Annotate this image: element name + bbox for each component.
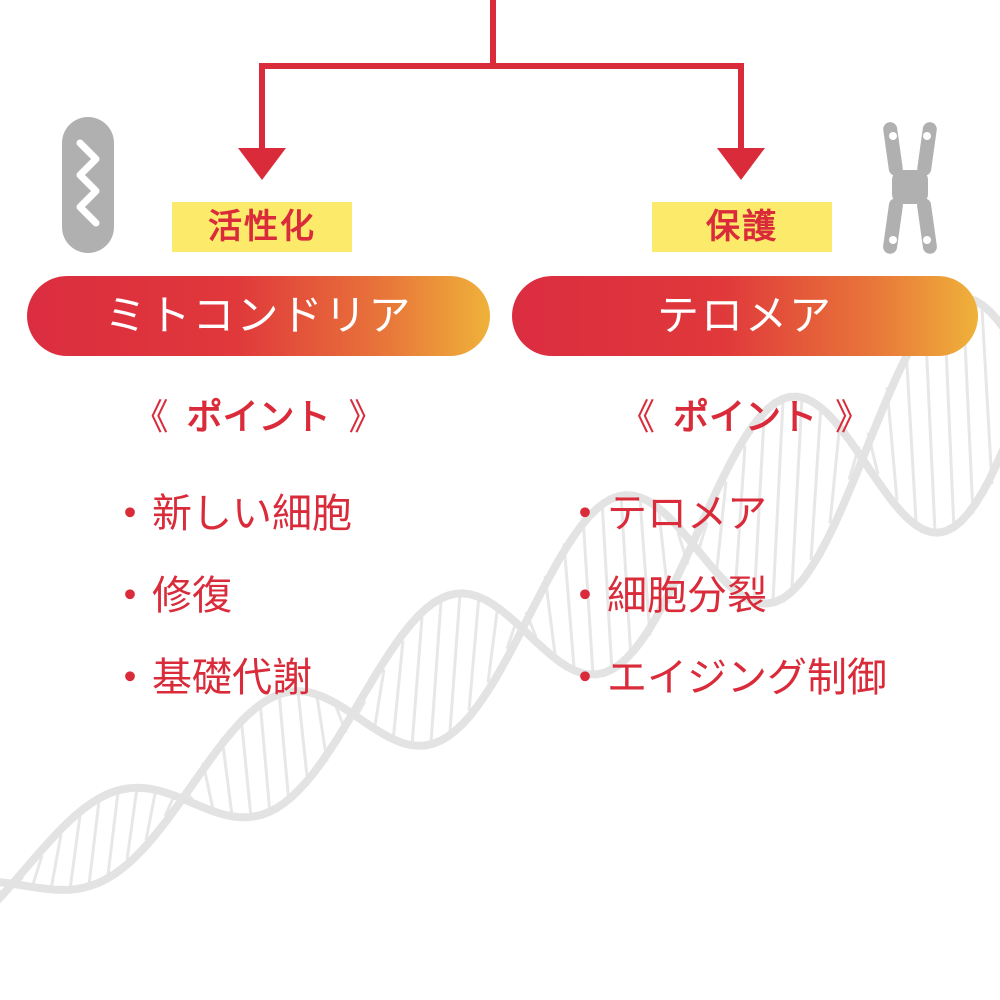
left-tag: 活性化 xyxy=(172,202,352,252)
dna-rung xyxy=(277,692,291,804)
dna-rung xyxy=(410,617,424,746)
dna-rung xyxy=(828,421,842,524)
mitochondria-icon xyxy=(62,117,114,253)
list-item-text: 修復 xyxy=(152,573,232,619)
bullet: ・ xyxy=(565,655,605,701)
dna-rung xyxy=(106,791,120,876)
right-point-open-bracket: 《 xyxy=(618,397,655,438)
branch-connector xyxy=(238,0,765,180)
dna-rung xyxy=(125,787,139,861)
list-item: ・細胞分裂 xyxy=(565,566,887,648)
list-item-text: 基礎代謝 xyxy=(152,655,312,701)
right-point-label: ポイント xyxy=(672,397,817,438)
right-title-pill: テロメア xyxy=(512,276,978,356)
list-item: ・テロメア xyxy=(565,484,887,566)
dna-rung xyxy=(600,501,614,672)
list-item-text: 細胞分裂 xyxy=(607,573,767,619)
left-arrowhead xyxy=(238,148,286,180)
dna-rung xyxy=(809,403,823,561)
dna-rung xyxy=(467,595,481,711)
left-title-pill: ミトコンドリア xyxy=(27,276,490,356)
dna-rung xyxy=(562,543,576,668)
dna-rung xyxy=(486,604,500,683)
dna-rung xyxy=(790,396,804,587)
list-item-text: エイジング制御 xyxy=(607,655,887,701)
dna-rung xyxy=(68,815,82,890)
dna-rung xyxy=(220,737,234,816)
left-point-heading: 《ポイント》 xyxy=(27,388,490,448)
dna-rung xyxy=(429,601,443,743)
dna-rung xyxy=(372,669,386,732)
dna-rung xyxy=(87,801,101,885)
dna-rung xyxy=(239,716,253,818)
dna-rung xyxy=(638,499,652,636)
list-item-text: テロメア xyxy=(607,491,767,537)
dna-rung xyxy=(296,691,310,786)
dna-rung xyxy=(391,640,405,742)
dna-rung xyxy=(30,854,44,889)
dna-rung xyxy=(980,308,994,485)
dna-rung xyxy=(904,347,918,522)
dna-rung xyxy=(448,593,462,732)
dna-rung xyxy=(771,401,785,601)
right-tag: 保護 xyxy=(652,202,832,252)
dna-rung xyxy=(619,495,633,659)
bullet: ・ xyxy=(110,573,150,619)
list-item: ・修復 xyxy=(110,566,352,648)
right-point-heading: 《ポイント》 xyxy=(512,388,978,448)
list-item: ・新しい細胞 xyxy=(110,484,352,566)
right-point-list: ・テロメア ・細胞分裂 ・エイジング制御 xyxy=(565,484,887,730)
dna-rung xyxy=(733,445,747,595)
dna-rung xyxy=(49,834,63,890)
list-item: ・基礎代謝 xyxy=(110,648,352,730)
bullet: ・ xyxy=(110,655,150,701)
dna-rung xyxy=(258,701,272,814)
dna-rung xyxy=(144,788,158,841)
left-point-close-bracket: 》 xyxy=(348,397,385,438)
left-point-open-bracket: 《 xyxy=(132,397,169,438)
left-point-label: ポイント xyxy=(186,397,331,438)
dna-rung xyxy=(885,387,899,501)
list-item-text: 新しい細胞 xyxy=(152,491,352,537)
right-arrowhead xyxy=(717,148,765,180)
list-item: ・エイジング制御 xyxy=(565,648,887,730)
bullet: ・ xyxy=(565,573,605,619)
bullet: ・ xyxy=(565,491,605,537)
dna-rung xyxy=(581,517,595,675)
dna-rung xyxy=(752,417,766,604)
bullet: ・ xyxy=(110,491,150,537)
chromosome-icon xyxy=(883,122,937,254)
left-point-list: ・新しい細胞 ・修復 ・基礎代謝 xyxy=(110,484,352,730)
right-point-close-bracket: 》 xyxy=(835,397,872,438)
dna-rung xyxy=(714,481,728,578)
